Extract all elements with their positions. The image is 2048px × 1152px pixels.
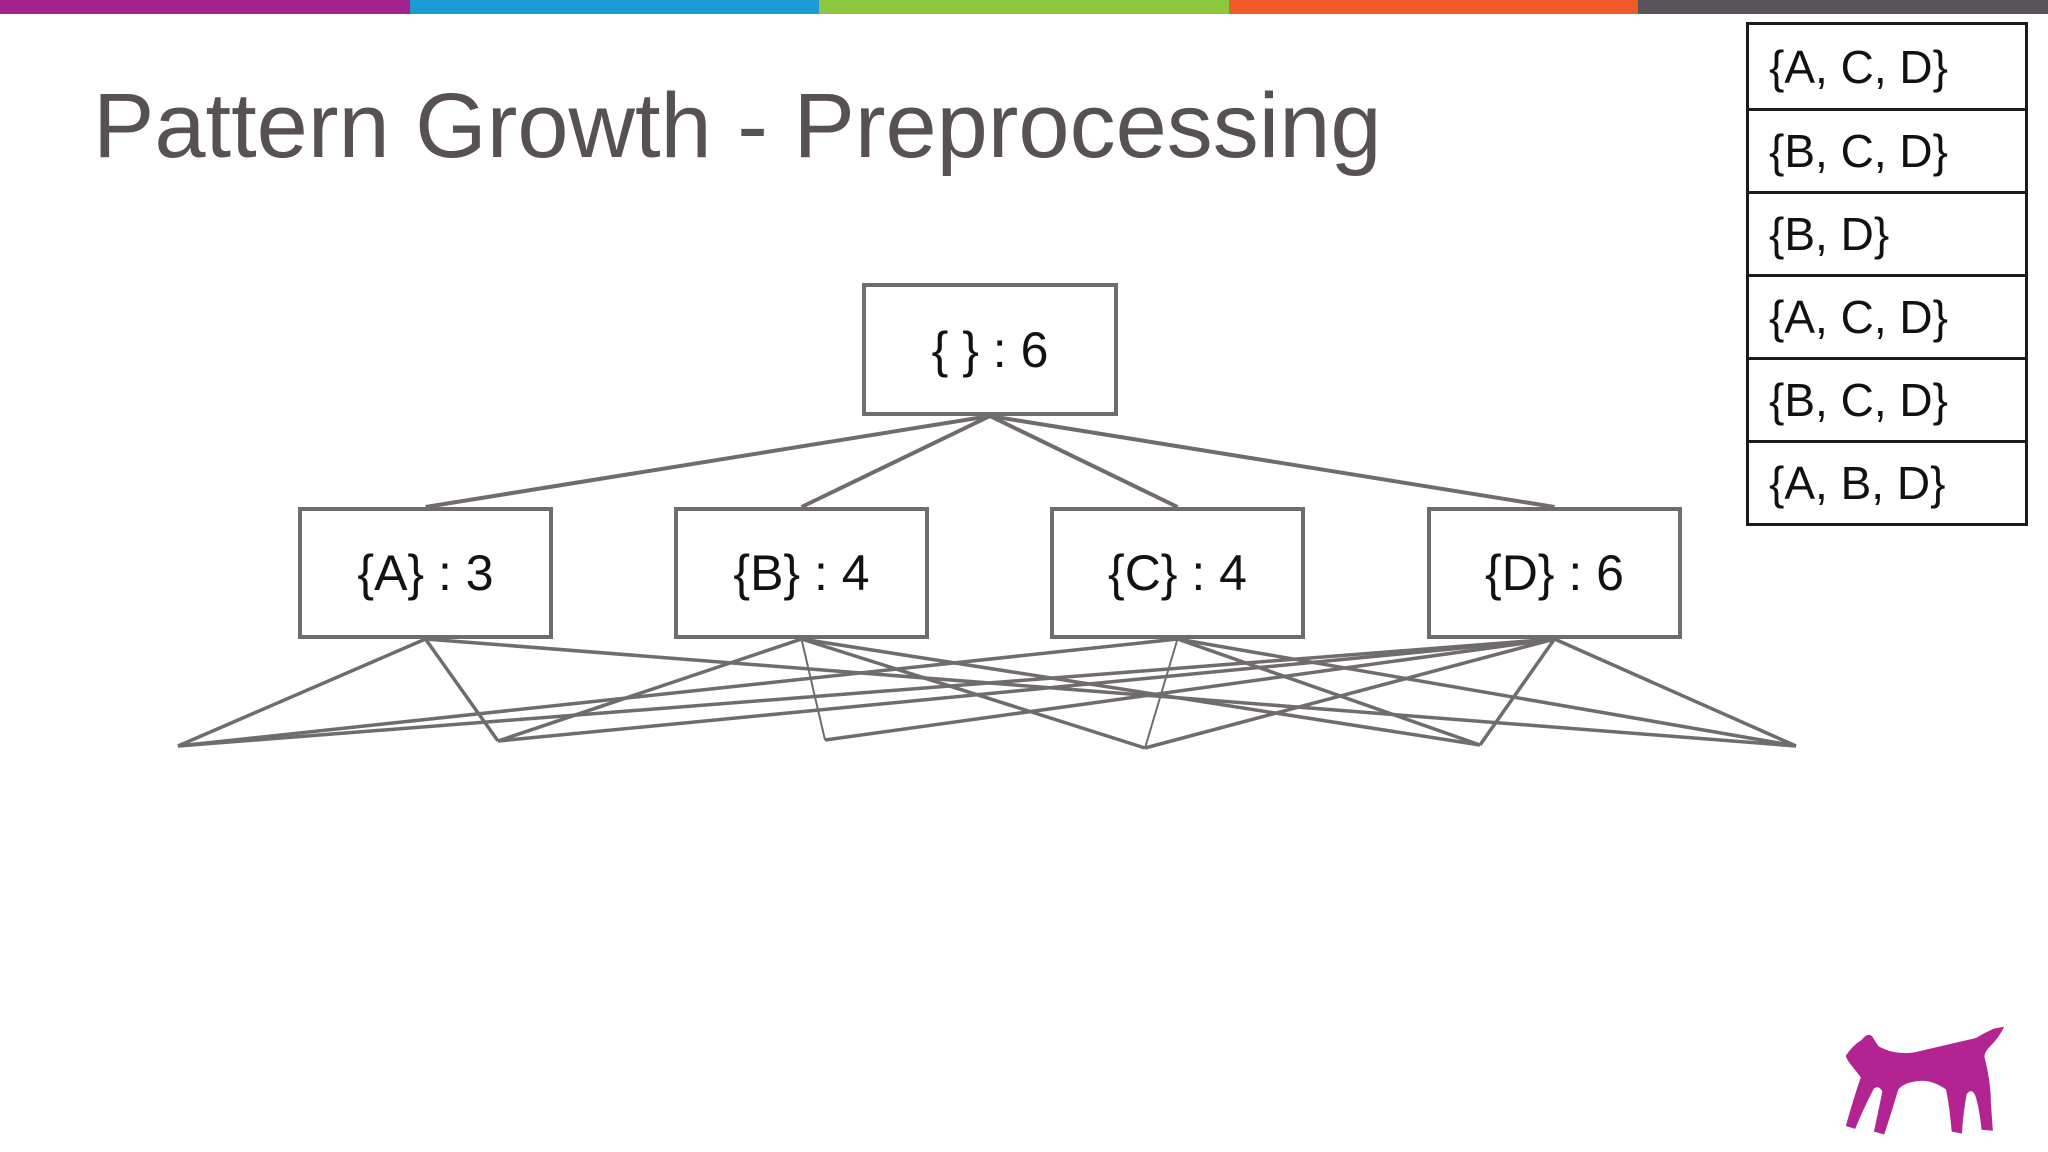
tree-node-root: { } : 6	[862, 283, 1118, 416]
edge-c-t1	[177, 637, 1178, 748]
color-band-2	[409, 0, 820, 14]
transaction-row-2: {B, C, D}	[1749, 108, 2025, 191]
color-band-3	[819, 0, 1229, 14]
transaction-row-3: {B, D}	[1749, 191, 2025, 274]
tree-node-b: {B} : 4	[674, 507, 929, 639]
tree-node-c-label: {C} : 4	[1108, 545, 1247, 601]
edge-b-t3	[800, 638, 826, 741]
color-band-5	[1638, 0, 2048, 14]
edge-d-t6	[1553, 637, 1797, 748]
tree-node-c: {C} : 4	[1050, 507, 1305, 639]
edge-root-b	[800, 414, 991, 509]
edge-root-a	[425, 414, 991, 509]
transaction-row-6: {A, B, D}	[1749, 440, 2025, 523]
top-color-bar	[0, 0, 2048, 14]
tree-node-b-label: {B} : 4	[733, 545, 870, 601]
edge-d-t1	[177, 637, 1555, 748]
color-band-4	[1228, 0, 1639, 14]
transactions-table: {A, C, D}{B, C, D}{B, D}{A, C, D}{B, C, …	[1746, 22, 2028, 526]
edge-a-t2	[424, 637, 500, 743]
transaction-row-1: {A, C, D}	[1749, 25, 2025, 108]
edge-root-d	[989, 414, 1555, 509]
tree-node-a: {A} : 3	[298, 507, 553, 639]
edge-c-t5	[1176, 637, 1481, 747]
edge-a-t1	[177, 637, 427, 748]
tree-node-a-label: {A} : 3	[357, 545, 494, 601]
dog-logo	[1843, 1022, 2021, 1142]
tree-node-d-label: {D} : 6	[1485, 545, 1624, 601]
edge-a-t6	[425, 637, 1797, 748]
color-band-1	[0, 0, 410, 14]
page-title: Pattern Growth - Preprocessing	[93, 75, 1382, 177]
edge-d-t2	[497, 637, 1555, 743]
transaction-row-5: {B, C, D}	[1749, 357, 2025, 440]
edge-b-t2	[497, 637, 803, 743]
transaction-row-4: {A, C, D}	[1749, 274, 2025, 357]
tree-node-d: {D} : 6	[1427, 507, 1682, 639]
edge-d-t3	[824, 637, 1555, 742]
edge-root-c	[989, 414, 1179, 509]
edge-b-t5	[801, 637, 1481, 747]
dog-logo-path	[1845, 1026, 2005, 1135]
tree-node-root-label: { } : 6	[931, 321, 1049, 378]
edge-d-t4	[1144, 637, 1555, 750]
edge-c-t6	[1177, 637, 1797, 748]
edge-d-t5	[1478, 637, 1556, 747]
